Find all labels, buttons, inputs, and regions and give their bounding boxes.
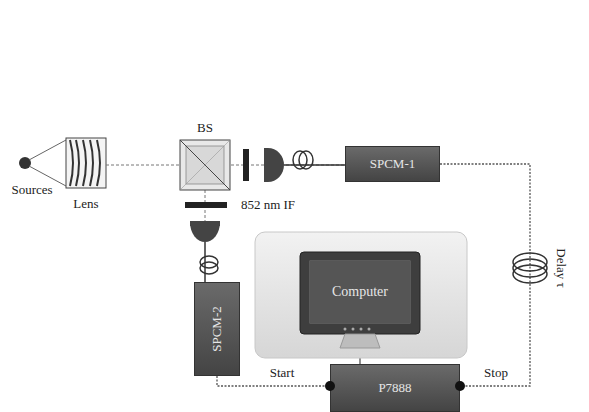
device-label: SPCM-2 bbox=[209, 306, 225, 352]
lens-stack bbox=[66, 138, 106, 188]
edge-label: Start bbox=[268, 365, 297, 381]
delay-label: Delay τ bbox=[553, 248, 569, 288]
monitor-screen: Computer bbox=[310, 261, 410, 323]
device-label: P7888 bbox=[378, 380, 411, 396]
fiber-coupler bbox=[264, 148, 284, 182]
delay-fiber-coil bbox=[513, 253, 547, 283]
device-label: SPCM-1 bbox=[370, 156, 416, 172]
edge-label: Stop bbox=[482, 365, 510, 381]
device-box: SPCM-1 bbox=[345, 146, 440, 182]
beam-splitter bbox=[180, 140, 230, 190]
screen-label: Computer bbox=[332, 284, 388, 300]
device-box: SPCM-2 bbox=[194, 282, 240, 376]
part-label: 852 nm IF bbox=[241, 197, 295, 213]
fiber-coupler bbox=[190, 222, 220, 242]
part-label: Sources bbox=[11, 182, 52, 198]
terminal-dot bbox=[325, 381, 335, 391]
part-label: BS bbox=[197, 120, 213, 136]
interference-filter bbox=[185, 202, 227, 208]
fiber-coupler bbox=[190, 221, 220, 226]
terminal-dot bbox=[455, 381, 465, 391]
source-dot bbox=[19, 157, 31, 169]
interference-filter bbox=[243, 149, 249, 181]
device-box: P7888 bbox=[330, 364, 460, 412]
computer-monitor bbox=[255, 232, 467, 358]
fiber-coil bbox=[284, 151, 345, 169]
beam-ray bbox=[29, 140, 66, 160]
fiber-coil bbox=[200, 242, 218, 282]
part-label: Lens bbox=[73, 196, 98, 212]
